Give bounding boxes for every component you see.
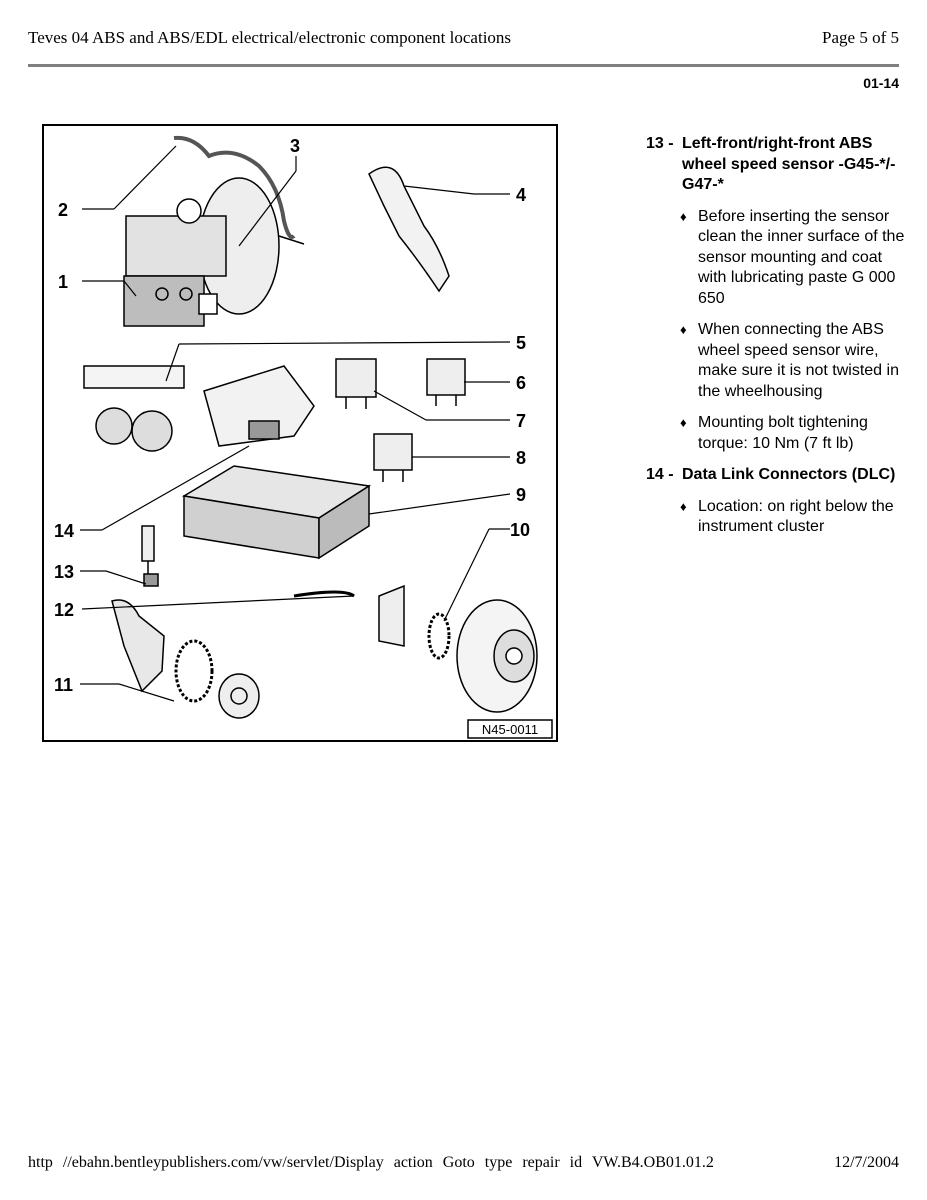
- callout-2: 2: [58, 200, 68, 220]
- relay-8-illustration: [373, 433, 413, 482]
- item-14: 14 - Data Link Connectors (DLC) ♦ Locati…: [646, 465, 906, 538]
- callout-1: 1: [58, 272, 68, 292]
- hose-illustration: [173, 135, 296, 239]
- list-item: ♦ Location: on right below the instrumen…: [680, 497, 906, 538]
- diamond-bullet-icon: ♦: [680, 415, 687, 430]
- item-title: Data Link Connectors (DLC): [682, 466, 896, 483]
- control-module-illustration: [181, 465, 372, 560]
- callout-7: 7: [516, 411, 526, 431]
- brake-disc-illustration: [456, 599, 538, 713]
- component-location-figure: 1 2 3 4 5 6 7 8 9 10 11 12 13 14 N45-001…: [42, 124, 558, 742]
- callout-10: 10: [510, 520, 530, 540]
- brake-booster-illustration: [123, 177, 305, 327]
- callout-5: 5: [516, 333, 526, 353]
- callout-13: 13: [54, 562, 74, 582]
- footer-date: 12/7/2004: [834, 1154, 899, 1171]
- callout-6: 6: [516, 373, 526, 393]
- item-number: 13 -: [646, 135, 674, 152]
- list-item: ♦ When connecting the ABS wheel speed se…: [680, 320, 906, 402]
- callout-8: 8: [516, 448, 526, 468]
- rear-hub-illustration: [378, 584, 451, 660]
- relay-6-illustration: [426, 358, 466, 406]
- callout-9: 9: [516, 485, 526, 505]
- callout-14: 14: [54, 521, 74, 541]
- tone-ring-illustration: [174, 639, 260, 719]
- instrument-panel-illustration: [83, 365, 315, 452]
- page-number: Page 5 of 5: [822, 28, 899, 47]
- list-item: ♦ Before inserting the sensor clean the …: [680, 207, 906, 310]
- footer-url: http //ebahn.bentleypublishers.com/vw/se…: [28, 1154, 714, 1171]
- diamond-bullet-icon: ♦: [680, 498, 687, 514]
- brake-pedal-illustration: [368, 166, 450, 293]
- wheel-speed-sensor-illustration: [141, 525, 355, 598]
- callout-12: 12: [54, 600, 74, 620]
- section-code: 01-14: [863, 75, 899, 91]
- diamond-bullet-icon: ♦: [680, 208, 687, 224]
- list-item: ♦ Mounting bolt tightening torque: 10 Nm…: [680, 413, 906, 454]
- diamond-bullet-icon: ♦: [680, 322, 687, 337]
- figure-ref-box: [467, 719, 553, 739]
- component-descriptions: 13 - Left-front/right-front ABS wheel sp…: [646, 134, 906, 538]
- relay-7-illustration: [335, 358, 377, 409]
- item-13: 13 - Left-front/right-front ABS wheel sp…: [646, 134, 906, 454]
- callout-11: 11: [54, 675, 73, 695]
- callout-3: 3: [290, 136, 300, 156]
- callout-leader-lines: [80, 145, 511, 702]
- steering-knuckle-illustration: [111, 599, 165, 693]
- header-rule: [28, 64, 899, 67]
- document-title: Teves 04 ABS and ABS/EDL electrical/elec…: [28, 28, 512, 47]
- figure-ref-label: N45-0011: [482, 722, 538, 737]
- item-title: Left-front/right-front ABS wheel speed s…: [682, 135, 896, 193]
- item-number: 14 -: [646, 466, 674, 483]
- callout-4: 4: [516, 185, 526, 205]
